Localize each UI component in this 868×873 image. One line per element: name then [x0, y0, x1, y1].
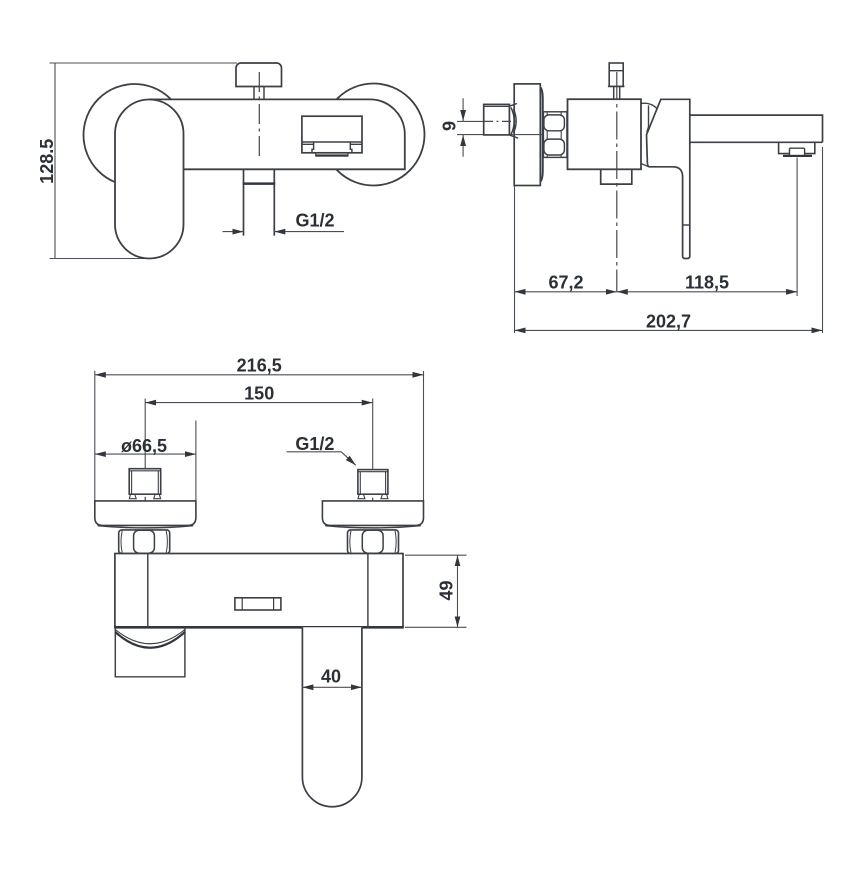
svg-text:150: 150	[244, 384, 274, 404]
svg-text:ø66,5: ø66,5	[121, 436, 167, 456]
svg-text:202,7: 202,7	[646, 312, 691, 332]
svg-text:9: 9	[439, 121, 459, 131]
svg-text:40: 40	[321, 667, 341, 687]
svg-text:G1/2: G1/2	[296, 211, 335, 231]
svg-text:49: 49	[436, 580, 456, 600]
svg-text:128.5: 128.5	[37, 139, 57, 184]
svg-text:67,2: 67,2	[548, 273, 583, 293]
svg-text:216,5: 216,5	[237, 356, 282, 376]
svg-text:118,5: 118,5	[685, 273, 729, 293]
svg-text:G1/2: G1/2	[295, 434, 334, 454]
